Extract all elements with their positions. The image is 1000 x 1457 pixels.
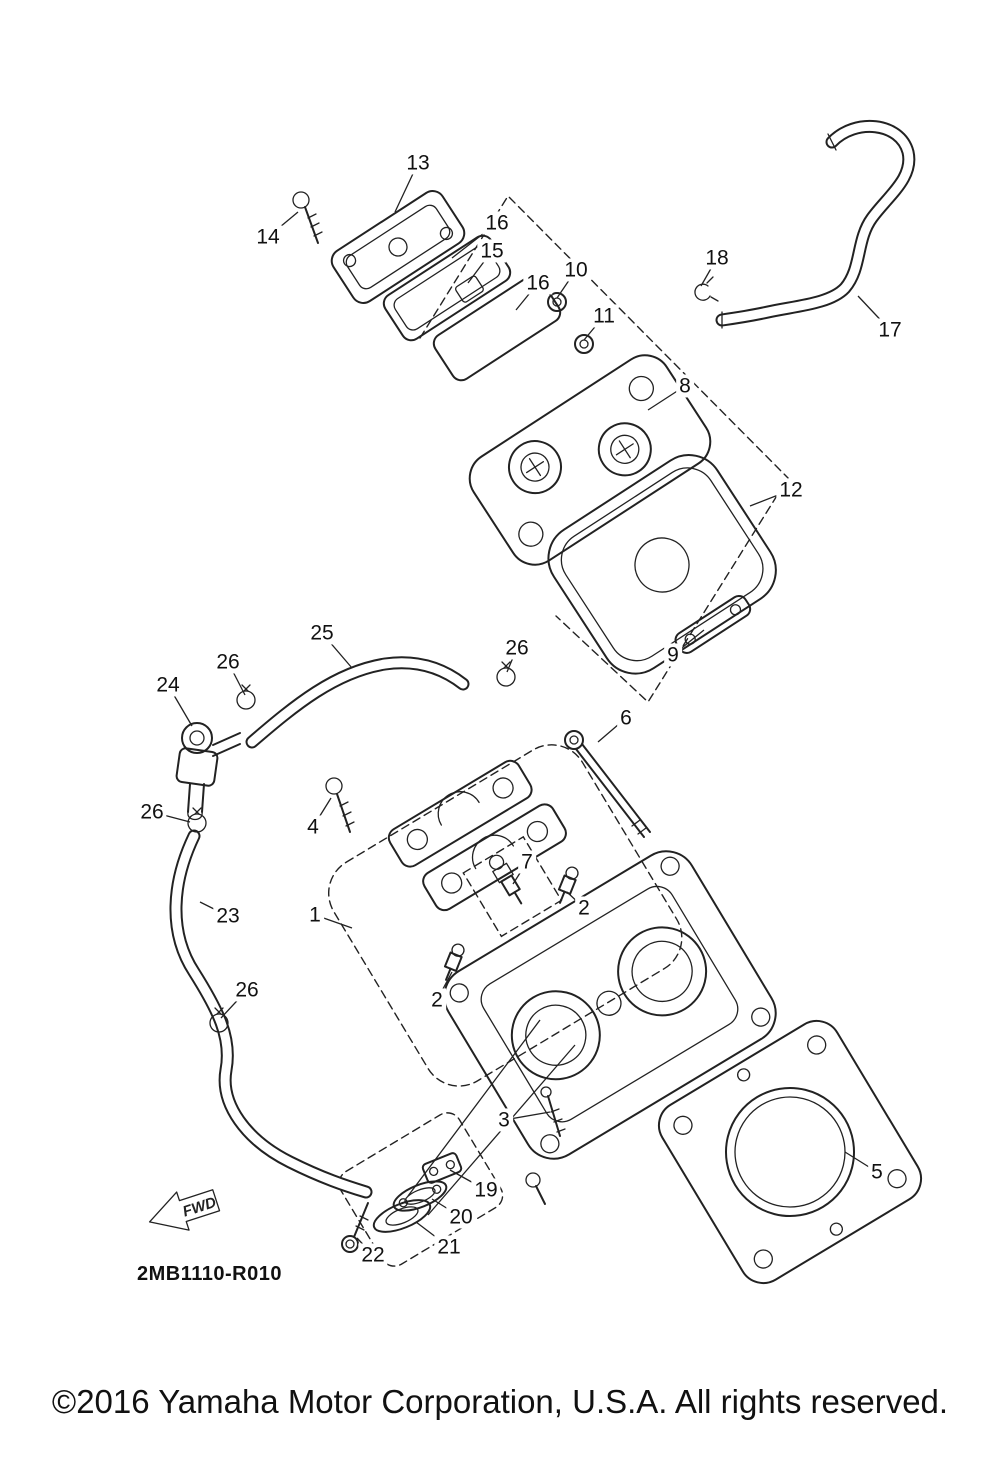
- cover-gasket-12-shape: [547, 454, 777, 675]
- plate-15-shape: [454, 275, 484, 303]
- plate-9-shape: [674, 594, 752, 654]
- clip-18-shape: [694, 276, 719, 302]
- valve-cover-group: [292, 190, 594, 382]
- hose-23-shape: [169, 829, 373, 1199]
- spark-plug-7-shape: [488, 854, 523, 905]
- joint-parts-shape: [372, 1152, 463, 1233]
- gasket-16-upper-shape: [382, 234, 512, 342]
- bolt-14-shape: [292, 191, 323, 244]
- hose-25-shape: [245, 656, 470, 749]
- stud-3-shape: [540, 1086, 566, 1137]
- sensor-2-lower-shape: [443, 943, 465, 981]
- head-cover-8-shape: [468, 354, 712, 566]
- fwd-arrow: FWD: [148, 1189, 221, 1231]
- leader-lines: [151, 162, 891, 1256]
- bolt-6-shape: [564, 730, 651, 838]
- copyright-text: ©2016 Yamaha Motor Corporation, U.S.A. A…: [51, 1383, 949, 1420]
- cam-caps-shape: [387, 759, 567, 912]
- sensor-2-upper-shape: [557, 866, 579, 904]
- small-bolt-shape: [525, 1172, 546, 1205]
- bolt-22-shape: [341, 1202, 369, 1253]
- head-gasket-5-shape: [657, 1019, 923, 1285]
- ais-valve-24-shape: [175, 722, 241, 821]
- grommet-11-shape: [574, 334, 594, 354]
- cover-13-shape: [330, 190, 466, 304]
- clamp-26-shapes: [187, 661, 516, 1033]
- diagram-code: 2MB1110-R010: [137, 1263, 282, 1285]
- cylinder-head-shape: [443, 850, 777, 1160]
- bolt-10-shape: [547, 292, 567, 312]
- bolt-4-shape: [325, 777, 355, 833]
- breather-hose-17-shape: [715, 119, 916, 329]
